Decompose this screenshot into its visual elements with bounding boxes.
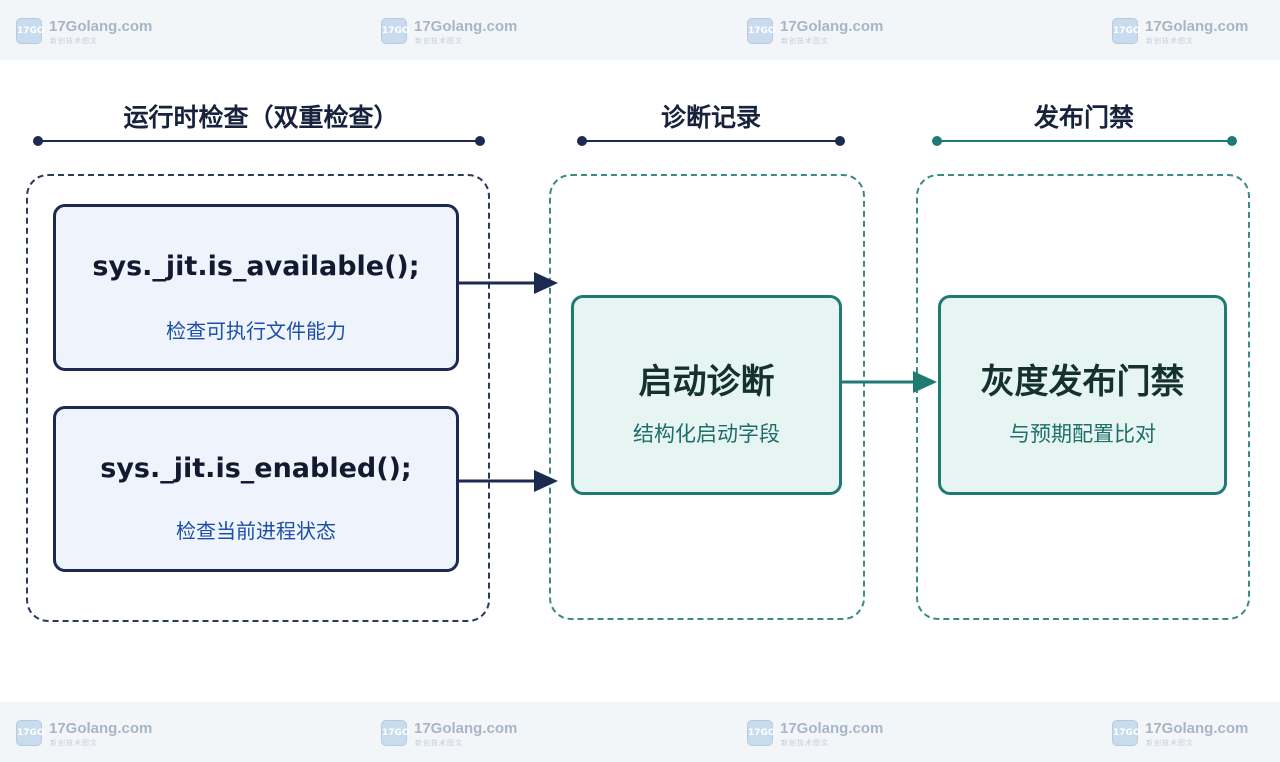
watermark-brand: 17Golang.com	[49, 720, 153, 737]
is-available-description: 检查可执行文件能力	[166, 319, 346, 343]
startup-diagnostics-box: 启动诊断 结构化启动字段	[571, 295, 842, 495]
diagnostics-section-title: 诊断记录	[660, 103, 761, 132]
watermark-tagline: 新创技术图文	[1146, 739, 1194, 747]
gate-section-title: 发布门禁	[1033, 103, 1134, 132]
watermark-logo-icon: 17GO	[16, 720, 45, 746]
watermark-logo-icon: 17GO	[1112, 720, 1141, 746]
is-enabled-check-box: sys._jit.is_enabled(); 检查当前进程状态	[53, 406, 459, 572]
rule-end-dot	[33, 136, 43, 146]
bottom-watermark-band: 17GO 17Golang.com 新创技术图文 17GO 17Golang.c…	[0, 702, 1280, 762]
rule-end-dot	[932, 136, 942, 146]
watermark-brand: 17Golang.com	[1145, 720, 1249, 737]
watermark-logo-icon: 17GO	[381, 18, 410, 44]
arrow-enabled-to-diagnostics-icon	[458, 470, 558, 492]
top-watermark-band: 17GO 17Golang.com 新创技术图文 17GO 17Golang.c…	[0, 0, 1280, 60]
is-available-check-box: sys._jit.is_available(); 检查可执行文件能力	[53, 204, 459, 371]
watermark-logo-icon: 17GO	[747, 720, 776, 746]
watermark-brand: 17Golang.com	[1145, 18, 1249, 35]
rule-end-dot	[577, 136, 587, 146]
watermark-tagline: 新创技术图文	[781, 37, 829, 45]
gate-section-rule	[932, 136, 1237, 146]
arrow-diagnostics-to-gate-icon	[841, 371, 937, 393]
runtime-section-title: 运行时检查（双重检查）	[123, 103, 399, 132]
watermark-logo-icon: 17GO	[747, 18, 776, 44]
watermark-brand: 17Golang.com	[780, 18, 884, 35]
watermark-brand: 17Golang.com	[780, 720, 884, 737]
watermark-logo-icon: 17GO	[1112, 18, 1141, 44]
canary-gate-box: 灰度发布门禁 与预期配置比对	[938, 295, 1227, 495]
watermark-tagline: 新创技术图文	[1146, 37, 1194, 45]
watermark-tagline: 新创技术图文	[781, 739, 829, 747]
startup-diagnostics-description: 结构化启动字段	[633, 422, 780, 446]
canary-gate-description: 与预期配置比对	[1009, 422, 1156, 446]
watermark-brand: 17Golang.com	[414, 18, 518, 35]
watermark-tagline: 新创技术图文	[50, 739, 98, 747]
diagnostics-group	[549, 174, 865, 620]
rule-end-dot	[835, 136, 845, 146]
startup-diagnostics-title: 启动诊断	[638, 362, 775, 402]
watermark-logo-icon: 17GO	[381, 720, 410, 746]
canary-gate-title: 灰度发布门禁	[980, 362, 1185, 402]
watermark-tagline: 新创技术图文	[415, 37, 463, 45]
runtime-check-group	[26, 174, 490, 622]
watermark-tagline: 新创技术图文	[415, 739, 463, 747]
gate-group	[916, 174, 1250, 620]
arrow-available-to-diagnostics-icon	[458, 272, 558, 294]
rule-end-dot	[1227, 136, 1237, 146]
rule-end-dot	[475, 136, 485, 146]
watermark-brand: 17Golang.com	[49, 18, 153, 35]
runtime-section-rule	[33, 136, 485, 146]
watermark-logo-icon: 17GO	[16, 18, 45, 44]
watermark-brand: 17Golang.com	[414, 720, 518, 737]
is-enabled-code: sys._jit.is_enabled();	[100, 453, 412, 484]
watermark-tagline: 新创技术图文	[50, 37, 98, 45]
diagnostics-section-rule	[577, 136, 845, 146]
is-enabled-description: 检查当前进程状态	[176, 519, 336, 543]
is-available-code: sys._jit.is_available();	[92, 251, 420, 282]
